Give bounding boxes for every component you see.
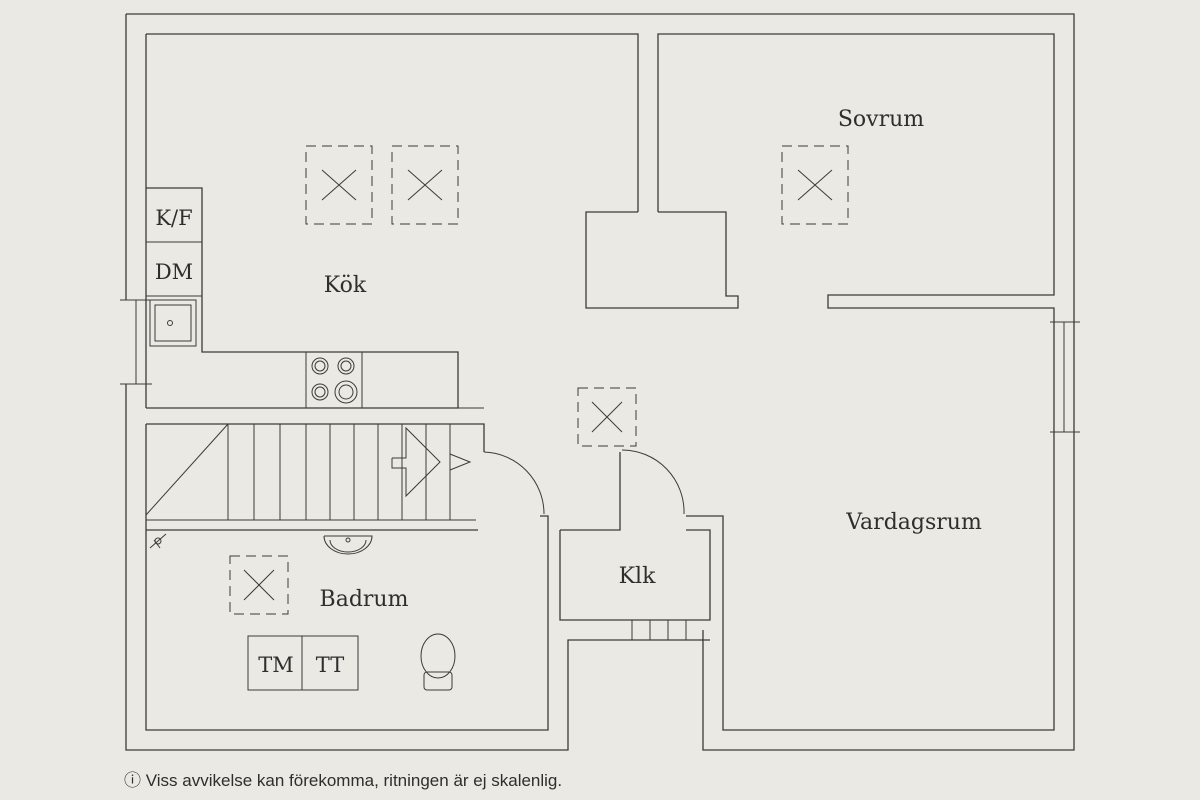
dishwasher-label: DM [155, 260, 193, 284]
kitchen-sink [149, 299, 197, 347]
chimney-block [585, 211, 739, 309]
ceiling-light-icon [781, 145, 849, 225]
washing-machine-label: TM [258, 653, 294, 677]
closet [559, 449, 711, 640]
info-circle-icon: ⓘ [124, 771, 141, 790]
room-label-living-room: Vardagsrum [845, 510, 982, 535]
disclaimer-note: ⓘ Viss avvikelse kan förekomma, ritninge… [124, 766, 562, 791]
fridge-freezer-label: K/F [155, 206, 192, 230]
bathroom-fixtures [149, 533, 456, 691]
ceiling-light-icon [577, 387, 637, 447]
ceiling-light-icon [305, 145, 373, 225]
room-label-closet: Klk [619, 564, 656, 589]
ceiling-lights [229, 145, 849, 615]
tumble-dryer-label: TT [316, 653, 344, 677]
outer-walls [125, 13, 1075, 751]
room-label-kitchen: Kök [324, 273, 367, 298]
living-room-window [1050, 321, 1080, 433]
staircase [145, 423, 485, 531]
ceiling-light-icon [229, 555, 289, 615]
kitchen-counter [146, 187, 484, 409]
stove [311, 357, 358, 404]
disclaimer-text: Viss avvikelse kan förekomma, ritningen … [145, 771, 563, 790]
kitchen-window [120, 299, 152, 385]
ceiling-light-icon [391, 145, 459, 225]
room-label-bedroom: Sovrum [838, 107, 924, 132]
bathroom-fan-icon [149, 533, 167, 549]
hall-door [483, 451, 545, 515]
room-label-bathroom: Badrum [320, 587, 409, 612]
